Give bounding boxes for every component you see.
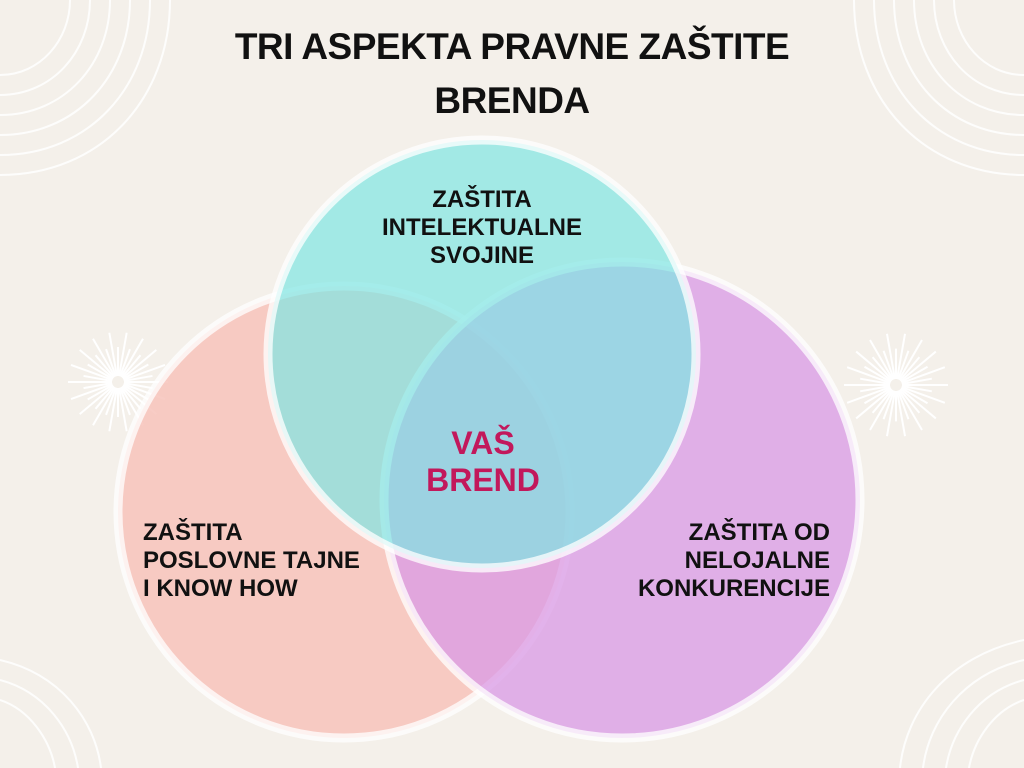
starburst-right-icon [844, 333, 948, 437]
label-intellectual-property: ZAŠTITA INTELEKTUALNE SVOJINE [332, 186, 632, 270]
label-your-brand: VAŠ BREND [383, 425, 583, 499]
label-line: SVOJINE [429, 242, 535, 269]
label-line: BREND [426, 462, 540, 498]
decorative-arcs-top-left [0, 0, 171, 176]
label-line: ZAŠTITA OD [688, 519, 830, 546]
label-line: NELOJALNE [684, 547, 830, 574]
title-line-2: BRENDA [434, 80, 590, 121]
label-trade-secrets: ZAŠTITA POSLOVNE TAJNE I KNOW HOW [143, 519, 423, 603]
label-unfair-competition: ZAŠTITA OD NELOJALNE KONKURENCIJE [560, 519, 830, 603]
decorative-arcs-top-right [853, 0, 1024, 176]
label-line: INTELEKTUALNE [382, 214, 582, 241]
label-line: ZAŠTITA [432, 186, 532, 213]
page-title: TRI ASPEKTA PRAVNE ZAŠTITE BRENDA [0, 20, 1024, 128]
label-line: KONKURENCIJE [637, 575, 830, 602]
label-line: ZAŠTITA [143, 519, 243, 546]
label-line: I KNOW HOW [143, 575, 298, 602]
label-line: VAŠ [451, 425, 515, 461]
circle-top [263, 135, 701, 573]
decorative-arcs-bottom-left [0, 659, 102, 768]
label-line: POSLOVNE TAJNE [143, 547, 360, 574]
decorative-arcs-bottom-right [899, 639, 1024, 768]
title-line-1: TRI ASPEKTA PRAVNE ZAŠTITE [234, 26, 790, 67]
